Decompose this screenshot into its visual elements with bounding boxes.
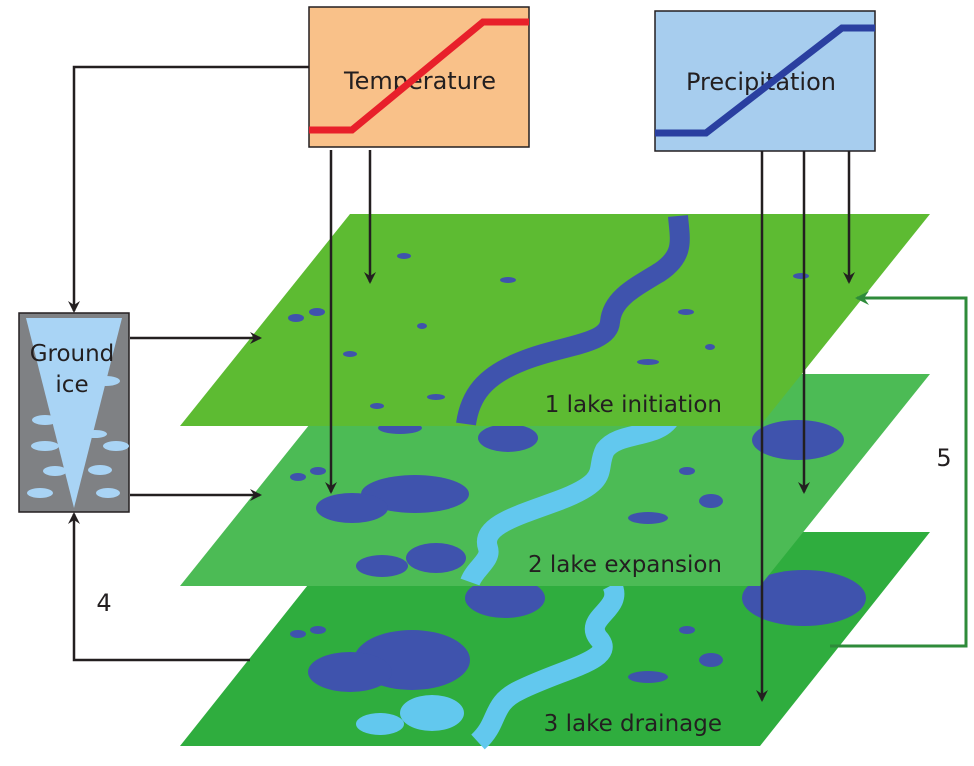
layer-2-lake-expansion — [180, 374, 930, 587]
layer-2-plane — [180, 374, 930, 586]
ground-ice-label-line1: Ground — [30, 341, 115, 367]
temperature-arrows — [68, 65, 376, 494]
temperature-box: Temperature — [308, 6, 530, 148]
layer-1-plane — [180, 214, 930, 426]
temperature-trend-line — [309, 18, 529, 134]
feedback-4-arrow — [68, 512, 250, 662]
temperature-to-ground-ice-arrow — [68, 65, 310, 313]
ground-ice-label-line2: ice — [55, 372, 88, 398]
feedback-5-arrow — [830, 291, 968, 648]
ice-wedge — [26, 318, 122, 508]
layer-2-lakes — [290, 420, 844, 577]
layer-3-label: 3 lake drainage — [544, 711, 722, 737]
layer-1-lake-initiation — [180, 214, 930, 426]
ice-lenses — [27, 376, 129, 498]
feedback-4-label: 4 — [96, 589, 111, 617]
layer-2-label: 2 lake expansion — [528, 552, 722, 578]
feedback-5-label: 5 — [936, 444, 951, 472]
precipitation-arrows — [756, 150, 855, 702]
layer-3-lakes — [290, 570, 866, 692]
precipitation-box: Precipitation — [654, 10, 876, 152]
layer-3-river — [470, 580, 625, 750]
layer-3-drained-lakes — [356, 695, 464, 735]
layer-1-label: 1 lake initiation — [545, 392, 722, 418]
precipitation-trend-line — [655, 24, 875, 137]
ground-ice-arrows — [68, 332, 262, 662]
layer-2-river — [460, 409, 682, 587]
layer-1-river — [456, 215, 690, 426]
ground-ice-box: Ground ice — [18, 312, 130, 513]
